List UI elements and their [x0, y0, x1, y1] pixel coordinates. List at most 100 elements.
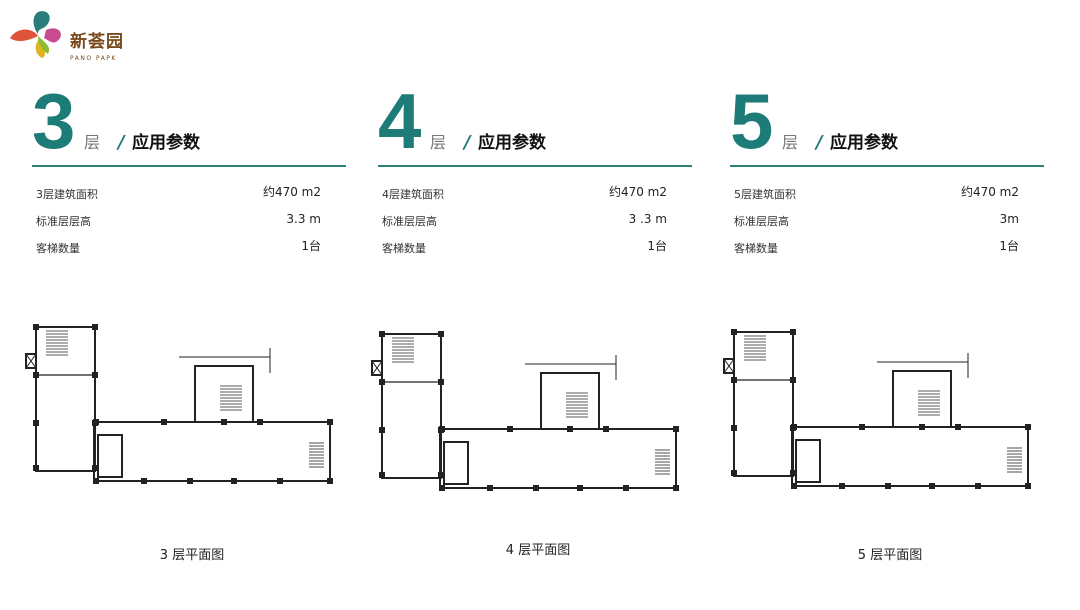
column [790, 425, 796, 431]
floor-unit: 层 [782, 133, 799, 152]
column [1025, 483, 1031, 489]
column [379, 472, 385, 478]
divider [730, 165, 1044, 167]
column [487, 485, 493, 491]
column [141, 478, 147, 484]
logo-text: 新荟园 [70, 32, 124, 52]
title-slash: / [118, 132, 125, 153]
floor-plan-caption: 3 层平面图 [159, 548, 225, 563]
column [33, 420, 39, 426]
column [673, 426, 679, 432]
floor-number: 4 [378, 77, 422, 165]
floor-plan [370, 325, 690, 495]
column [567, 426, 573, 432]
param-row: 客梯数量 1台 [734, 239, 1019, 257]
param-label: 4层建筑面积 [382, 188, 444, 201]
param-value: 3m [999, 212, 1019, 226]
left-wing-wall [35, 326, 96, 472]
param-value: 3 .3 m [628, 212, 667, 226]
core-wall [892, 370, 952, 428]
column [33, 465, 39, 471]
column [379, 427, 385, 433]
floor-plan-drawing [723, 329, 1031, 489]
floor-plan-drawing [371, 331, 679, 491]
param-label: 3层建筑面积 [36, 188, 98, 201]
param-value: 3.3 m [286, 212, 321, 226]
param-value: 约470 m2 [262, 185, 321, 199]
param-value: 1台 [301, 239, 321, 253]
param-value: 1台 [999, 239, 1019, 253]
column [327, 419, 333, 425]
param-label: 客梯数量 [734, 242, 778, 255]
column [731, 470, 737, 476]
column [1025, 424, 1031, 430]
column [577, 485, 583, 491]
core-wall [194, 365, 254, 423]
left-wing-wall [381, 333, 442, 479]
restroom-wall [97, 434, 123, 478]
elevator-box [371, 360, 383, 376]
floor-number: 3 [32, 77, 76, 165]
column [277, 478, 283, 484]
floor-plan-caption: 4 层平面图 [505, 543, 571, 558]
param-row: 标准层层高 3 .3 m [382, 212, 667, 230]
param-label: 标准层层高 [382, 215, 437, 228]
column [955, 424, 961, 430]
column [92, 324, 98, 330]
column [731, 377, 737, 383]
param-label: 5层建筑面积 [734, 188, 796, 201]
column [839, 483, 845, 489]
param-row: 3层建筑面积 约470 m2 [36, 185, 321, 203]
elevator-box [723, 358, 735, 374]
column [257, 419, 263, 425]
column [929, 483, 935, 489]
column [673, 485, 679, 491]
title-slash: / [464, 132, 471, 153]
param-label: 客梯数量 [382, 242, 426, 255]
divider [32, 165, 346, 167]
main-body-wall [439, 428, 677, 489]
column [731, 425, 737, 431]
column [438, 427, 444, 433]
column [33, 372, 39, 378]
column [790, 329, 796, 335]
column [187, 478, 193, 484]
column [791, 483, 797, 489]
column [790, 377, 796, 383]
column [93, 478, 99, 484]
section-title: 应用参数 [132, 133, 200, 153]
column [438, 472, 444, 478]
column [379, 331, 385, 337]
column [161, 419, 167, 425]
left-wing-wall [733, 331, 794, 477]
logo-subtitle: PANO PAPK [70, 55, 117, 62]
param-row: 客梯数量 1台 [36, 239, 321, 257]
elevator-x [25, 353, 37, 369]
main-body-wall [791, 426, 1029, 487]
floor-number: 5 [730, 77, 774, 165]
param-value: 约470 m2 [960, 185, 1019, 199]
param-label: 客梯数量 [36, 242, 80, 255]
column [92, 372, 98, 378]
restroom-wall [795, 439, 821, 483]
column [92, 420, 98, 426]
param-value: 约470 m2 [608, 185, 667, 199]
floor-plan-drawing [25, 324, 333, 484]
column [919, 424, 925, 430]
section-title: 应用参数 [830, 133, 898, 153]
column [439, 485, 445, 491]
core-wall [540, 372, 600, 430]
floor-unit: 层 [84, 133, 101, 152]
floor-unit: 层 [430, 133, 447, 152]
column [438, 379, 444, 385]
restroom-wall [443, 441, 469, 485]
column [327, 478, 333, 484]
column [379, 379, 385, 385]
elevator-x [723, 358, 735, 374]
floor-plan [24, 318, 344, 488]
floor-plan-caption: 5 层平面图 [857, 548, 923, 563]
